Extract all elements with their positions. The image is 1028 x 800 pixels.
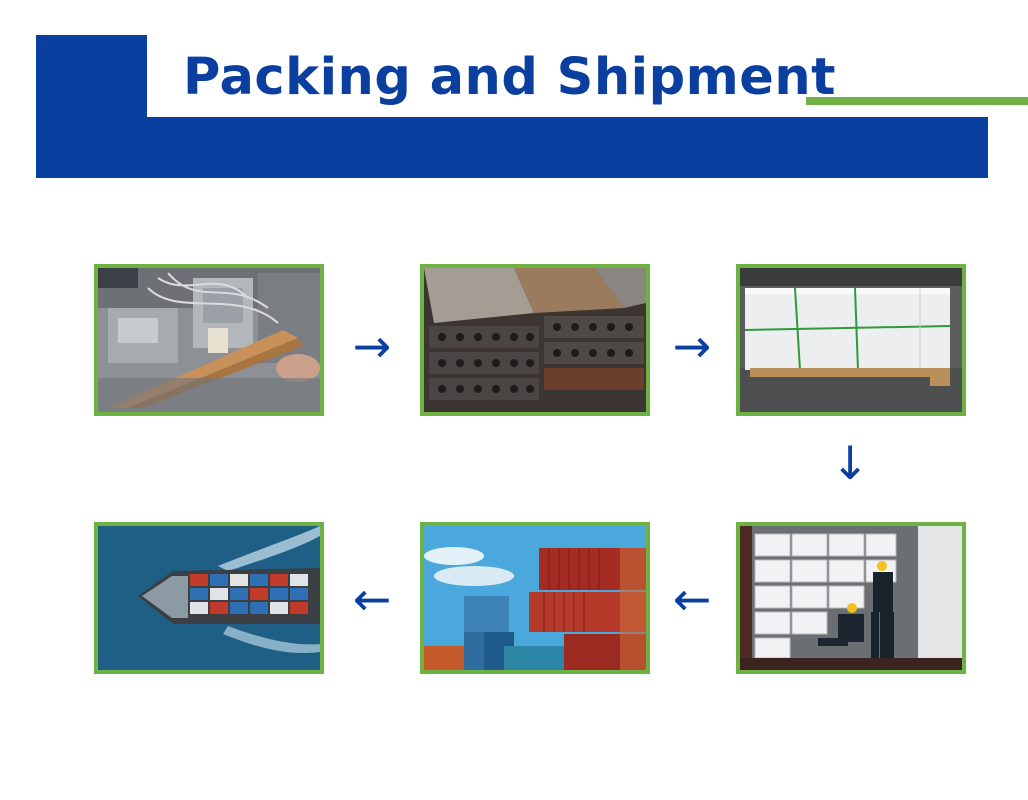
right-arrow-icon: →: [352, 319, 392, 373]
down-arrow-icon: ↓: [830, 436, 870, 490]
port-containers-photo: [420, 522, 650, 674]
left-arrow-icon: ←: [352, 572, 392, 626]
page-title: Packing and Shipment: [183, 48, 837, 107]
left-arrow-icon: ←: [672, 572, 712, 626]
banner-bar: [36, 117, 988, 178]
hollow-decking-boards-photo: [420, 264, 650, 416]
container-ship-photo: [94, 522, 324, 674]
container-loading-photo: [736, 522, 966, 674]
title-accent-line: [806, 97, 1028, 105]
extrusion-machine-photo: [94, 264, 324, 416]
wrapped-pallet-photo: [736, 264, 966, 416]
right-arrow-icon: →: [672, 319, 712, 373]
